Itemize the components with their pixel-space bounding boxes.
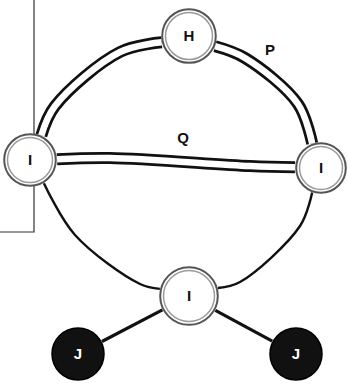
connector-path	[57, 158, 295, 167]
band-core	[215, 46, 312, 143]
band-label: Q	[175, 130, 191, 147]
filled-disc	[52, 328, 104, 380]
node-letter: J	[292, 346, 300, 363]
line-connector	[218, 192, 312, 288]
band-connector	[57, 158, 295, 167]
inner-ring	[164, 271, 215, 322]
connector-path	[44, 183, 160, 289]
inner-ring	[166, 13, 213, 60]
filled-circle: J	[269, 327, 323, 381]
node-letter: I	[187, 288, 191, 305]
connector-path	[41, 42, 161, 135]
outer-ring	[160, 267, 218, 325]
filled-circle: J	[51, 327, 105, 381]
line-connector	[215, 310, 272, 341]
connector-path	[102, 310, 162, 342]
connector-path	[218, 192, 312, 288]
line-connector	[44, 183, 160, 289]
band-label: P	[263, 42, 277, 59]
band-core	[41, 42, 161, 135]
band-core	[57, 158, 295, 167]
node-letter: J	[74, 346, 82, 363]
frame-bracket	[0, 0, 34, 232]
band-connector	[41, 42, 161, 135]
connector-path	[215, 310, 272, 341]
band-connector	[215, 46, 312, 143]
outer-ring	[4, 134, 56, 186]
node-letter: H	[184, 28, 195, 45]
line-connector	[102, 310, 162, 342]
inner-ring	[300, 147, 343, 190]
connector-path	[215, 46, 312, 143]
ring-circle: I	[3, 133, 57, 187]
inner-ring	[8, 138, 53, 183]
outer-ring	[162, 9, 216, 63]
ring-circle: H	[161, 8, 217, 64]
outer-ring	[296, 143, 346, 193]
ring-circle: I	[295, 142, 347, 194]
filled-disc	[270, 328, 322, 380]
ring-circle: I	[159, 266, 219, 326]
node-letter: I	[319, 160, 323, 177]
node-letter: I	[28, 152, 32, 169]
